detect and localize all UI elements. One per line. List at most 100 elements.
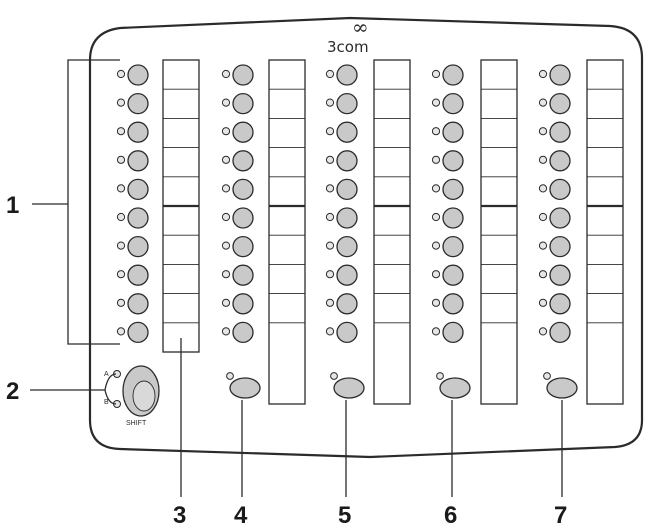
programmable-button[interactable] xyxy=(336,207,358,229)
programmable-button[interactable] xyxy=(336,178,358,201)
programmable-button[interactable] xyxy=(127,150,149,172)
status-led xyxy=(325,98,335,107)
page-key-button[interactable] xyxy=(546,377,578,399)
programmable-button[interactable] xyxy=(336,235,358,258)
programmable-button[interactable] xyxy=(442,64,464,86)
programmable-button[interactable] xyxy=(127,293,149,315)
status-led xyxy=(431,127,441,136)
callout-2-curve xyxy=(104,373,117,405)
status-led xyxy=(538,184,548,193)
status-led xyxy=(221,184,231,193)
callout-numbers: 1 2 3 4 5 6 7 xyxy=(6,192,567,528)
programmable-button[interactable] xyxy=(549,121,571,143)
programmable-button[interactable] xyxy=(336,264,358,286)
status-led xyxy=(221,298,231,307)
programmable-button[interactable] xyxy=(549,150,571,172)
programmable-button[interactable] xyxy=(336,321,358,344)
status-led xyxy=(221,98,231,107)
label-strip xyxy=(373,59,411,405)
programmable-button[interactable] xyxy=(127,92,149,115)
status-led xyxy=(221,155,231,164)
shift-label: SHIFT xyxy=(126,420,147,427)
status-led xyxy=(116,241,126,250)
programmable-button[interactable] xyxy=(127,207,149,229)
programmable-button[interactable] xyxy=(442,150,464,172)
label-strip xyxy=(586,59,624,405)
programmable-button[interactable] xyxy=(442,293,464,315)
page-key-led xyxy=(226,372,234,380)
programmable-button[interactable] xyxy=(442,235,464,258)
programmable-button[interactable] xyxy=(232,121,254,143)
programmable-button[interactable] xyxy=(232,207,254,229)
status-led xyxy=(221,69,231,79)
page-key-button[interactable] xyxy=(229,377,261,399)
page-key-led xyxy=(436,372,444,380)
programmable-button[interactable] xyxy=(232,150,254,172)
status-led xyxy=(538,98,548,107)
programmable-button[interactable] xyxy=(127,121,149,143)
callout-2: 2 xyxy=(6,378,19,405)
programmable-button[interactable] xyxy=(549,321,571,344)
status-led xyxy=(221,270,231,279)
status-led xyxy=(221,212,231,222)
programmable-button[interactable] xyxy=(442,321,464,344)
page-key-led xyxy=(330,372,338,380)
programmable-button[interactable] xyxy=(232,321,254,344)
programmable-button[interactable] xyxy=(127,178,149,201)
status-led xyxy=(325,241,335,250)
programmable-button[interactable] xyxy=(549,293,571,315)
programmable-button[interactable] xyxy=(336,293,358,315)
status-led xyxy=(116,98,126,107)
programmable-button[interactable] xyxy=(336,64,358,86)
page-key-button[interactable] xyxy=(439,377,471,399)
status-led xyxy=(431,241,441,250)
logo-wordmark: 3com xyxy=(327,38,369,56)
programmable-button[interactable] xyxy=(442,264,464,286)
button-module-4 xyxy=(431,59,518,405)
programmable-button[interactable] xyxy=(549,64,571,86)
status-led xyxy=(116,298,126,307)
programmable-button[interactable] xyxy=(232,64,254,86)
status-led xyxy=(538,69,548,79)
programmable-button[interactable] xyxy=(442,121,464,143)
shift-key-group: A B SHIFT xyxy=(104,365,160,427)
programmable-button[interactable] xyxy=(336,121,358,143)
page-key-button[interactable] xyxy=(333,377,365,399)
callout-4: 4 xyxy=(234,502,248,528)
programmable-button[interactable] xyxy=(127,321,149,344)
programmable-button[interactable] xyxy=(232,178,254,201)
programmable-button[interactable] xyxy=(549,92,571,115)
status-led xyxy=(325,127,335,136)
programmable-button[interactable] xyxy=(232,264,254,286)
logo: ∞ 3com xyxy=(327,15,369,56)
programmable-button[interactable] xyxy=(127,64,149,86)
shift-led-b-label: B xyxy=(104,399,109,406)
logo-mark-icon: ∞ xyxy=(352,15,369,39)
programmable-button[interactable] xyxy=(549,264,571,286)
status-led xyxy=(221,127,231,136)
shift-button-inner xyxy=(132,380,156,412)
programmable-button[interactable] xyxy=(127,264,149,286)
programmable-button[interactable] xyxy=(442,92,464,115)
status-led xyxy=(116,270,126,279)
status-led xyxy=(116,127,126,136)
programmable-button[interactable] xyxy=(232,235,254,258)
status-led xyxy=(431,327,441,336)
programmable-button[interactable] xyxy=(127,235,149,258)
programmable-button[interactable] xyxy=(442,178,464,201)
programmable-button[interactable] xyxy=(336,92,358,115)
callout-3: 3 xyxy=(173,502,186,528)
programmable-button[interactable] xyxy=(549,235,571,258)
programmable-button[interactable] xyxy=(336,150,358,172)
programmable-button[interactable] xyxy=(232,293,254,315)
programmable-button[interactable] xyxy=(442,207,464,229)
status-led xyxy=(221,327,231,336)
programmable-button[interactable] xyxy=(232,92,254,115)
status-led xyxy=(538,127,548,136)
status-led xyxy=(116,155,126,164)
programmable-button[interactable] xyxy=(549,178,571,201)
status-led xyxy=(538,241,548,250)
programmable-button[interactable] xyxy=(549,207,571,229)
status-led xyxy=(221,241,231,250)
status-led xyxy=(431,298,441,307)
